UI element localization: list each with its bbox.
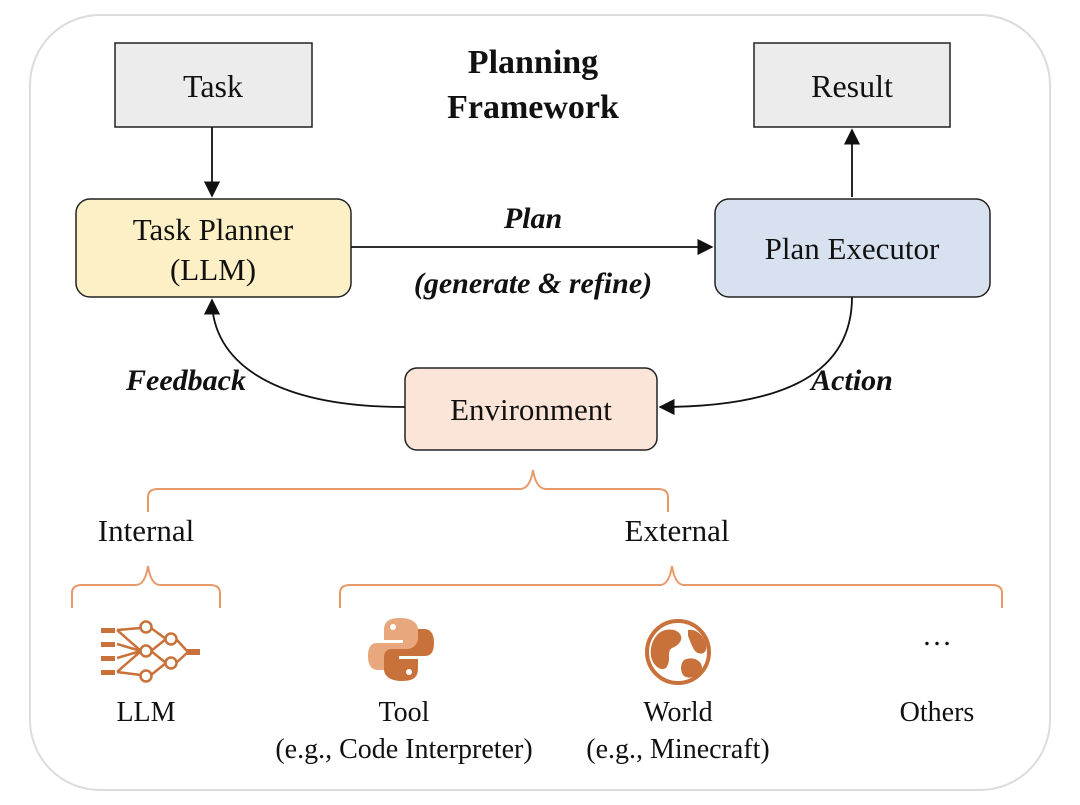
internal-label: Internal (98, 513, 194, 548)
llm-label: LLM (116, 697, 175, 728)
task-label: Task (183, 68, 243, 104)
world-example: (e.g., Minecraft) (586, 734, 769, 765)
action-arrow (658, 296, 853, 416)
environment-label: Environment (450, 392, 612, 427)
others-ellipsis: … (922, 619, 952, 652)
external-label: External (624, 513, 729, 548)
title-line-2: Framework (447, 89, 619, 126)
plan-edge-label: Plan (503, 202, 562, 235)
external-brace (339, 565, 1003, 608)
others-label: Others (900, 697, 975, 728)
plan-executor-node: Plan Executor (714, 198, 991, 298)
environment-node: Environment (404, 367, 658, 451)
tool-label: Tool (379, 697, 430, 728)
title-line-1: Planning (468, 44, 598, 81)
tool-example: (e.g., Code Interpreter) (275, 734, 532, 765)
task-planner-node: Task Planner (LLM) (75, 198, 352, 298)
world-label: World (643, 697, 712, 728)
result-node: Result (753, 42, 951, 128)
environment-brace (147, 469, 669, 512)
task-planner-sublabel: (LLM) (170, 252, 256, 287)
globe-icon (645, 619, 711, 685)
feedback-arrow (203, 298, 406, 408)
result-label: Result (811, 68, 893, 104)
plan-edge-sublabel: (generate & refine) (414, 267, 652, 300)
action-edge-label: Action (809, 364, 893, 397)
neural-network-icon (101, 620, 200, 683)
feedback-edge-label: Feedback (125, 364, 246, 397)
plan-executor-label: Plan Executor (765, 231, 940, 266)
internal-brace (71, 565, 221, 608)
task-planner-label: Task Planner (133, 212, 294, 247)
python-icon (368, 618, 434, 681)
task-node: Task (114, 42, 313, 128)
